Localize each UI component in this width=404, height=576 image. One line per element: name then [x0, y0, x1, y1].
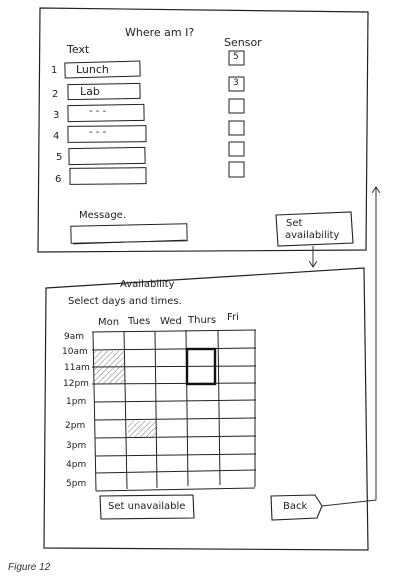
- time-label-11am: 11am: [64, 363, 90, 373]
- time-label-3pm: 3pm: [66, 441, 87, 451]
- unavailable-cell-mon-11am[interactable]: [94, 351, 124, 384]
- row-number-1: 1: [51, 65, 58, 76]
- text-field-4-value: - - -: [89, 127, 107, 138]
- time-label-10am: 10am: [62, 347, 88, 357]
- text-field-6[interactable]: [69, 167, 147, 185]
- screen2-subtitle: Select days and times.: [68, 296, 182, 307]
- day-header-fri: Fri: [227, 312, 239, 323]
- back-button[interactable]: [270, 494, 323, 521]
- text-field-2-value: Lab: [80, 85, 100, 98]
- sensor-box-3[interactable]: [228, 98, 245, 114]
- time-label-2pm: 2pm: [65, 421, 86, 431]
- time-label-1pm: 1pm: [66, 397, 87, 407]
- day-header-thurs: Thurs: [188, 315, 217, 326]
- text-field-1-value: Lunch: [76, 63, 109, 76]
- time-label-9am: 9am: [64, 332, 85, 342]
- sensor-box-1-value: 5: [233, 52, 239, 62]
- time-label-4pm: 4pm: [66, 460, 87, 470]
- text-field-list: [64, 60, 147, 185]
- sensor-box-list: [228, 50, 245, 178]
- back-label: Back: [283, 501, 308, 512]
- availability-grid: [91, 329, 257, 492]
- row-number-3: 3: [53, 110, 60, 121]
- row-number-6: 6: [55, 174, 62, 185]
- row-number-5: 5: [56, 152, 63, 163]
- screen1-title: Where am I?: [125, 26, 195, 39]
- sensor-box-2[interactable]: [228, 76, 245, 92]
- time-label-12pm: 12pm: [63, 379, 89, 389]
- set-unavailable-button[interactable]: [99, 494, 195, 520]
- text-field-3[interactable]: [67, 103, 145, 123]
- arrow-back-to-screen1: [321, 188, 376, 507]
- unavailable-cell-tues-3pm[interactable]: [128, 421, 156, 437]
- day-header-mon: Mon: [98, 317, 120, 328]
- sensor-box-5[interactable]: [228, 141, 245, 157]
- row-number-2: 2: [52, 89, 59, 100]
- sensor-box-6[interactable]: [228, 161, 245, 178]
- text-field-5[interactable]: [68, 146, 146, 166]
- text-field-3-value: - - -: [89, 106, 107, 117]
- sensor-box-2-value: 3: [233, 78, 239, 88]
- screen2-frame: [43, 267, 369, 551]
- sensor-column-header: Sensor: [224, 36, 262, 49]
- row-number-4: 4: [53, 131, 60, 142]
- sensor-box-4[interactable]: [228, 120, 245, 136]
- set-unavailable-label: Set unavailable: [108, 501, 186, 512]
- figure-caption: Figure 12: [8, 562, 51, 573]
- day-header-wed: Wed: [160, 316, 182, 327]
- screen2-title: Availability: [120, 279, 175, 290]
- screen1-frame: [37, 7, 369, 253]
- set-availability-label-line1: Set: [286, 218, 303, 229]
- selected-block-thurs[interactable]: [185, 347, 217, 386]
- text-field-2[interactable]: [67, 82, 141, 101]
- text-field-1[interactable]: [64, 60, 141, 79]
- set-availability-label-line2: availability: [285, 230, 340, 241]
- sensor-box-1[interactable]: [228, 50, 245, 66]
- time-label-5pm: 5pm: [66, 479, 87, 489]
- text-field-4[interactable]: [67, 125, 147, 143]
- message-label: Message.: [79, 210, 127, 221]
- day-header-tues: Tues: [128, 316, 151, 327]
- message-field-shadow: [72, 239, 187, 245]
- set-availability-button[interactable]: [275, 211, 354, 247]
- text-column-header: Text: [67, 43, 90, 56]
